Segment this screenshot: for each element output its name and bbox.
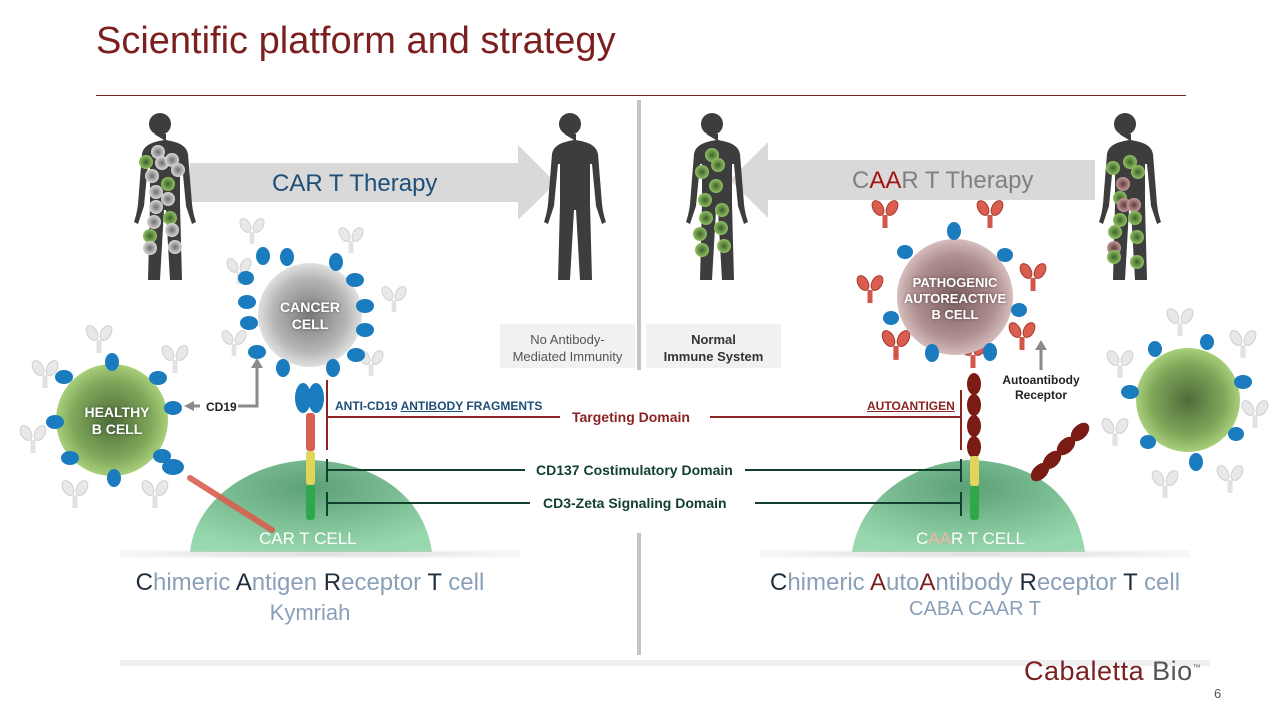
cd19-pointer (184, 358, 263, 411)
caar-t-cell-body (852, 460, 1085, 552)
name-fragment: ntigen (251, 569, 324, 596)
fragment-suffix: FRAGMENTS (463, 399, 543, 413)
center-divider-bottom (637, 533, 641, 655)
caar-t-product-name: CABA CAAR T (909, 598, 1041, 620)
cancer-cell-label: CANCER CELL (265, 299, 355, 333)
name-fragment: cell (1137, 569, 1181, 596)
cabaletta-bio-logo: Cabaletta Bio™ (1024, 656, 1201, 687)
caption-line: Normal (691, 332, 736, 347)
patient-figure-after-car-t (544, 113, 606, 280)
patient-figure-normal (686, 113, 748, 280)
caption-line: Immune System (663, 349, 764, 364)
logo-part1: Cabaletta (1024, 656, 1145, 686)
slide-title: Scientific platform and strategy (96, 20, 616, 62)
title-divider (96, 95, 1186, 96)
label-line: HEALTHY (84, 404, 150, 420)
name-fragment: T (427, 569, 442, 596)
pathogenic-b-cell-label: PATHOGENIC AUTOREACTIVE B CELL (890, 275, 1020, 323)
caption-line: Mediated Immunity (512, 349, 623, 364)
targeting-domain-label: Targeting Domain (572, 409, 690, 425)
normal-immune-system-caption: Normal Immune System (646, 324, 781, 368)
center-divider-top (637, 100, 641, 370)
logo-trademark: ™ (1192, 663, 1202, 672)
signaling-domain-bracket (326, 492, 962, 516)
name-fragment: R (323, 569, 342, 596)
car-t-therapy-arrow (190, 145, 556, 220)
autoantibody-receptor-label: Autoantibody Receptor (1000, 373, 1082, 403)
fragment-underlined: ANTIBODY (400, 399, 464, 413)
autoantigen-label: AUTOANTIGEN (867, 399, 955, 413)
name-fragment: C (135, 569, 153, 596)
car-t-full-name: Chimeric Antigen Receptor T cell (120, 569, 500, 597)
caar-t-full-name: Chimeric AutoAntibody Receptor T cell (760, 569, 1190, 597)
car-t-therapy-label: CAR T Therapy (272, 170, 438, 197)
cd19-label: CD19 (206, 400, 237, 414)
label-line: AUTOREACTIVE (903, 291, 1007, 306)
cancer-cell (220, 217, 409, 377)
caar-c: C (852, 167, 870, 194)
healthy-b-cell (18, 324, 275, 533)
name-fragment: eceptor (1036, 569, 1124, 596)
no-antibody-immunity-caption: No Antibody- Mediated Immunity (500, 324, 635, 368)
name-fragment: eceptor (341, 569, 428, 596)
label-line: B CELL (931, 307, 979, 322)
name-fragment: himeric (787, 569, 870, 596)
fragment-prefix: ANTI-CD19 (335, 399, 401, 413)
caar-t-therapy-arrow (730, 142, 1095, 218)
name-fragment: R (1019, 569, 1037, 596)
costimulatory-domain-label: CD137 Costimulatory Domain (536, 462, 733, 478)
name-fragment: cell (441, 569, 485, 596)
caar-aa-highlight: AA (928, 529, 951, 548)
label-line: Autoantibody (1002, 373, 1080, 387)
caar-receptor (967, 373, 1090, 520)
logo-part2: Bio (1144, 656, 1193, 686)
car-t-product-name: Kymriah (269, 600, 351, 625)
name-fragment: A (870, 569, 887, 596)
label-line: CANCER (280, 299, 340, 315)
autoantibody-receptor-pointer (1035, 340, 1047, 370)
caar-t-cell-label: CAAR T CELL (916, 529, 1025, 549)
car-receptor (295, 383, 324, 520)
signaling-domain-label: CD3-Zeta Signaling Domain (543, 495, 727, 511)
name-fragment: himeric (153, 569, 236, 596)
caar-t-therapy-label: CAAR T Therapy (852, 167, 1033, 195)
caar-rest: R T Therapy (901, 167, 1034, 194)
caar-aa-highlight: AA (869, 167, 902, 194)
name-fragment: A (235, 569, 252, 596)
caar-rest: R T CELL (950, 529, 1025, 548)
name-fragment: C (769, 569, 788, 596)
label-line: PATHOGENIC (912, 275, 998, 290)
costimulatory-domain-bracket (326, 459, 962, 482)
label-line: B CELL (91, 421, 143, 437)
pathogenic-b-cell (855, 199, 1049, 368)
caption-line: No Antibody- (530, 332, 605, 347)
cancer-patient-cells (139, 145, 185, 255)
healthy-b-cell-right (1100, 307, 1271, 498)
autoimmune-patient-cells (1106, 155, 1145, 269)
caar-c: C (916, 529, 929, 548)
car-t-cell-label: CAR T CELL (259, 529, 357, 548)
name-fragment: A (919, 569, 936, 596)
label-line: Receptor (1014, 388, 1067, 402)
anti-cd19-fragments-label: ANTI-CD19 ANTIBODY FRAGMENTS (335, 399, 542, 413)
healthy-b-cell-label: HEALTHY B CELL (72, 404, 162, 438)
name-fragment: ntibody (935, 569, 1020, 596)
normal-patient-cells (693, 148, 731, 257)
targeting-domain-bracket (326, 380, 962, 450)
label-line: CELL (291, 316, 329, 332)
page-number: 6 (1214, 686, 1222, 701)
name-fragment: uto (886, 569, 920, 596)
name-fragment: T (1123, 569, 1138, 596)
